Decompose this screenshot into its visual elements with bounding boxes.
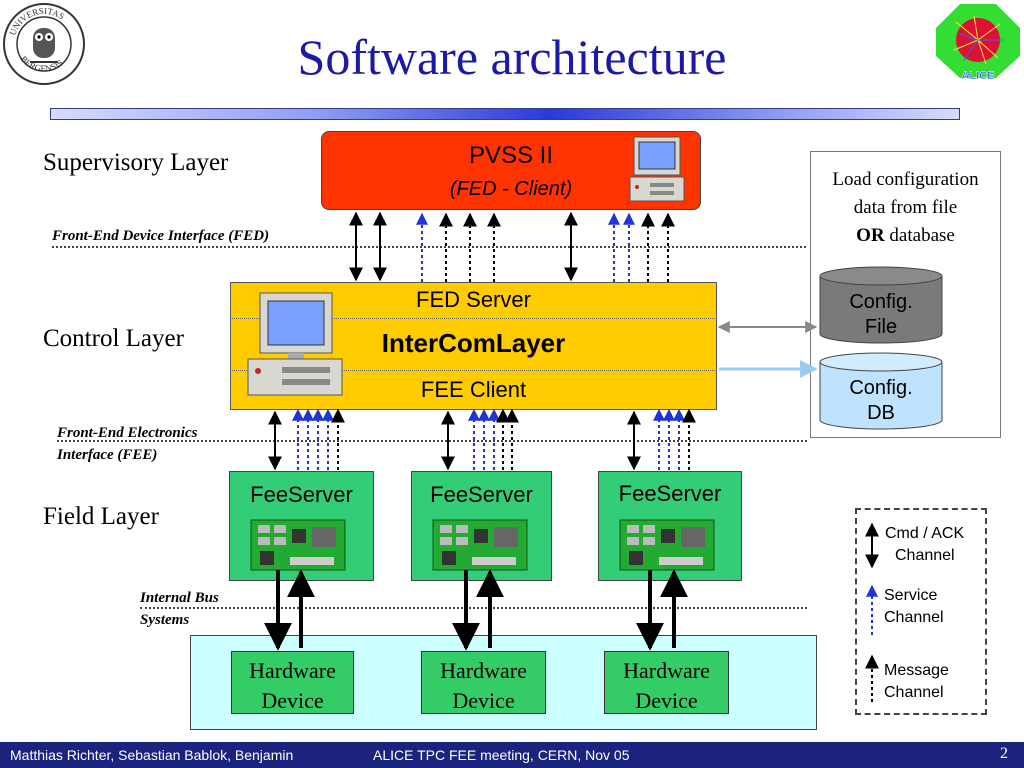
config-db-label: Config. DB (818, 376, 944, 426)
config-text-line2: data from file (853, 197, 958, 218)
fee-client-label: FEE Client (420, 377, 527, 402)
university-seal-logo: UNIVERSITAS BERGENSIS (2, 2, 86, 86)
supervisory-layer-label: Supervisory Layer (43, 149, 229, 176)
feeserver-label-2: FeeServer (430, 482, 533, 507)
intercom-layer-label: InterComLayer (381, 328, 566, 358)
config-file-label-line1: Config. (849, 291, 913, 313)
config-file-cylinder (818, 266, 944, 344)
fed-interface-label: Front-End Device Interface (FED) (52, 228, 270, 244)
title-divider (50, 108, 960, 120)
control-computer-icon (246, 291, 344, 398)
config-db-label-line1: Config. (849, 377, 913, 399)
config-or-keyword: OR (856, 225, 885, 246)
footer-meeting: ALICE TPC FEE meeting, CERN, Nov 05 (373, 747, 630, 763)
hardware-device-3: Hardware Device (604, 651, 729, 714)
pvss-computer-icon (628, 135, 686, 203)
legend-service-line1: Service (884, 587, 938, 604)
svg-text:ALICE: ALICE (962, 70, 995, 80)
legend-service-line2: Channel (884, 609, 944, 626)
config-database-word: database (884, 225, 955, 246)
legend-cmd-line1: Cmd / ACK (885, 525, 965, 542)
hardware-device-2-line2: Device (452, 688, 515, 713)
legend-message-line1: Message (884, 662, 949, 679)
hardware-device-1: Hardware Device (231, 651, 354, 714)
field-layer-label: Field Layer (43, 503, 159, 530)
circuit-board-icon-1 (250, 519, 346, 571)
pvss-subtitle: (FED - Client) (449, 178, 573, 200)
feeserver-label-1: FeeServer (250, 482, 353, 507)
legend-cmd-line2: Channel (895, 547, 955, 564)
config-text-line1: Load configuration (832, 169, 979, 190)
config-file-label: Config. File (818, 290, 944, 340)
hardware-device-1-line1: Hardware (249, 658, 336, 683)
legend-cmd-label: Cmd / ACK Channel (885, 523, 964, 567)
bus-interface-label-line2: Systems (140, 612, 190, 628)
fed-interface-line (52, 246, 806, 248)
legend-message-label: Message Channel (884, 660, 949, 704)
hardware-device-2: Hardware Device (421, 651, 546, 714)
circuit-board-icon-3 (619, 519, 715, 571)
control-layer-label: Control Layer (43, 325, 184, 352)
hardware-device-3-line1: Hardware (623, 658, 710, 683)
config-db-label-line2: DB (867, 402, 895, 424)
config-file-label-line2: File (864, 316, 898, 338)
config-db-cylinder (818, 352, 944, 430)
fed-server-label: FED Server (416, 287, 531, 312)
hardware-device-1-line2: Device (261, 688, 324, 713)
fee-interface-line (57, 440, 807, 442)
control-divider-top (230, 318, 717, 319)
fee-interface-label-line1: Front-End Electronics (57, 425, 198, 441)
hardware-device-2-line1: Hardware (440, 658, 527, 683)
fee-interface-label-line2: Interface (FEE) (57, 447, 158, 463)
footer-page-number: 2 (1000, 745, 1008, 762)
alice-logo: ALICE (934, 2, 1022, 80)
legend-service-label: Service Channel (884, 585, 944, 629)
config-text-line3: OR database (810, 222, 1001, 250)
footer-bar (0, 742, 1024, 768)
footer-authors: Matthias Richter, Sebastian Bablok, Benj… (10, 747, 294, 763)
control-divider-bottom (230, 370, 717, 371)
legend-box (855, 508, 987, 715)
bus-interface-label-line1: Internal Bus (140, 590, 219, 606)
bus-interface-line (140, 607, 807, 609)
hardware-device-3-line2: Device (635, 688, 698, 713)
feeserver-label-3: FeeServer (618, 481, 722, 506)
legend-message-line2: Channel (884, 684, 944, 701)
circuit-board-icon-2 (432, 519, 528, 571)
pvss-title: PVSS II (468, 142, 554, 169)
config-description: Load configuration data from file OR dat… (810, 166, 1001, 250)
page-title: Software architecture (297, 29, 727, 85)
